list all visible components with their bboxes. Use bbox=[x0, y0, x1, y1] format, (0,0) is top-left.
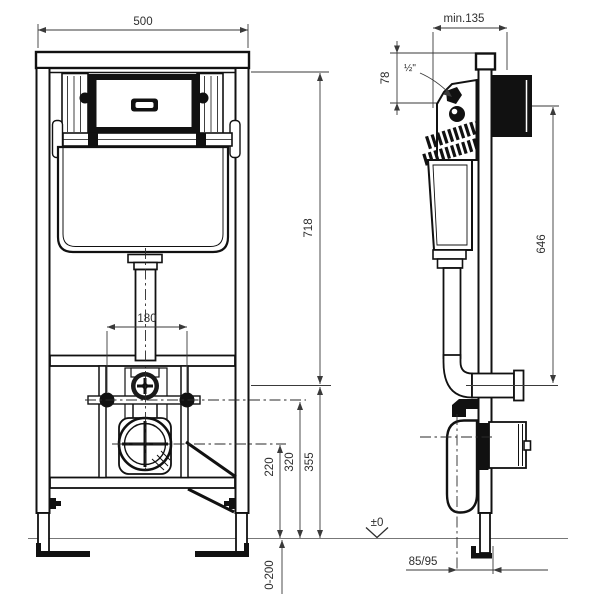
mounting-bolt bbox=[179, 392, 195, 408]
dim-min-depth: min.135 bbox=[432, 13, 508, 108]
water-connection-callout: ½" bbox=[404, 63, 452, 97]
label-floor-level: ±0 bbox=[371, 517, 384, 529]
dim-label-320: 320 bbox=[284, 452, 296, 471]
dim-frame-width: 500 bbox=[37, 16, 249, 48]
dim-label-646: 646 bbox=[536, 234, 548, 253]
foot-clamp bbox=[224, 498, 235, 509]
flush-plate-access-box bbox=[51, 72, 241, 159]
diagonal-brace bbox=[187, 487, 235, 514]
support-bracket bbox=[452, 399, 478, 417]
screw bbox=[79, 92, 91, 104]
side-frame-rail bbox=[471, 52, 497, 559]
dim-label-718: 718 bbox=[303, 218, 315, 237]
side-flush-pipe bbox=[442, 267, 462, 359]
dim-height-718: 718 bbox=[251, 71, 331, 386]
dim-foot-adjust: 0-200 bbox=[264, 540, 285, 594]
side-cistern bbox=[422, 78, 479, 359]
dim-bolt-spacing: 180 bbox=[106, 313, 188, 392]
label-water-inlet-size: ½" bbox=[404, 63, 416, 74]
cistern-tank bbox=[56, 145, 230, 254]
dim-646: 646 bbox=[532, 105, 559, 383]
dim-label-78: 78 bbox=[380, 72, 392, 85]
datum-chevron-icon bbox=[365, 527, 389, 539]
dim-label-355: 355 bbox=[304, 452, 316, 471]
dim-label-min135: min.135 bbox=[444, 13, 485, 25]
adjustable-feet bbox=[36, 498, 249, 557]
dim-label-0-200: 0-200 bbox=[264, 560, 276, 589]
floor-datum-symbol: ±0 bbox=[365, 517, 389, 539]
diagonal-brace bbox=[185, 440, 237, 479]
dim-height-355: 355 bbox=[304, 387, 323, 538]
front-view: 500 718 355 320 bbox=[34, 16, 331, 594]
drain-bend bbox=[445, 419, 532, 514]
float-valve bbox=[449, 106, 465, 122]
dim-drain-offset: 85/95 bbox=[406, 546, 548, 574]
water-inlet-fitting bbox=[446, 87, 462, 104]
side-foot-plate bbox=[471, 546, 492, 559]
drain-socket bbox=[117, 416, 173, 475]
dim-label-85-95: 85/95 bbox=[409, 556, 438, 568]
screw bbox=[197, 92, 209, 104]
dim-height-320: 320 bbox=[284, 402, 303, 538]
front-frame bbox=[34, 50, 251, 557]
side-view: min.135 78 ½" 646 85/ bbox=[365, 13, 559, 574]
dim-inlet-drop: 78 bbox=[380, 41, 400, 115]
flush-bend-fitting bbox=[131, 372, 159, 400]
wc-drain-stub bbox=[488, 421, 527, 469]
dim-label-frame-width: 500 bbox=[133, 16, 152, 28]
dim-label-220: 220 bbox=[264, 457, 276, 476]
protection-box bbox=[491, 75, 532, 137]
dim-height-220: 220 bbox=[264, 445, 283, 538]
foot-clamp bbox=[50, 498, 61, 509]
bracket-teeth bbox=[425, 120, 479, 150]
dim-label-180: 180 bbox=[137, 313, 156, 325]
